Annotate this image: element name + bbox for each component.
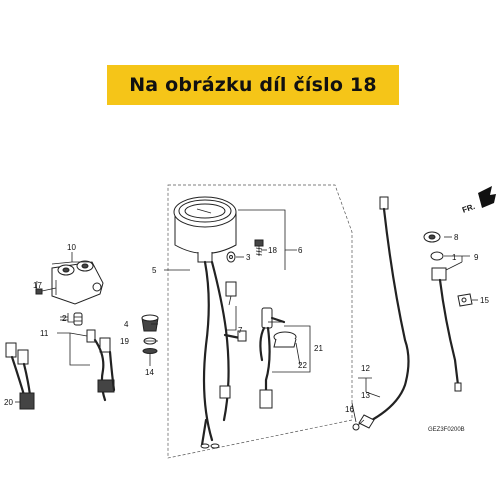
callout-14: 14 bbox=[145, 368, 154, 377]
callout-7: 7 bbox=[238, 326, 243, 335]
cable-guide bbox=[423, 231, 462, 392]
washer-3 bbox=[226, 251, 236, 263]
switch-harness bbox=[86, 329, 116, 402]
callout-labels: 10 17 2 11 20 5 6 18 3 7 4 19 14 21 22 8… bbox=[4, 233, 489, 414]
speedometer-cable bbox=[355, 196, 410, 429]
callout-6: 6 bbox=[298, 246, 303, 255]
callout-13: 13 bbox=[361, 391, 370, 400]
callout-22: 22 bbox=[298, 361, 307, 370]
callout-20: 20 bbox=[4, 398, 13, 407]
bulb-socket bbox=[225, 281, 237, 306]
banner-text: Na obrázku díl číslo 18 bbox=[129, 74, 377, 96]
switch-housing bbox=[51, 260, 104, 305]
front-direction-arrow-icon bbox=[478, 186, 496, 208]
callout-3: 3 bbox=[246, 253, 251, 262]
callout-17: 17 bbox=[33, 281, 42, 290]
callout-1: 1 bbox=[452, 253, 457, 262]
callout-18: 18 bbox=[268, 246, 277, 255]
wire-clamp-22 bbox=[273, 331, 297, 348]
callout-5: 5 bbox=[152, 266, 157, 275]
gauge-harness bbox=[200, 260, 247, 449]
direction-label: FR. bbox=[461, 202, 476, 215]
diagram-code: GEZ3F0200B bbox=[428, 427, 465, 433]
callout-21: 21 bbox=[314, 344, 323, 353]
seal-16 bbox=[352, 423, 360, 431]
callout-9: 9 bbox=[474, 253, 479, 262]
speedometer-gauge bbox=[173, 196, 237, 263]
callout-10: 10 bbox=[67, 243, 76, 252]
grommet-stack bbox=[141, 314, 159, 354]
screw-18 bbox=[254, 239, 264, 256]
harness-20 bbox=[5, 342, 35, 410]
callout-19: 19 bbox=[120, 337, 129, 346]
leader-lines bbox=[15, 209, 478, 423]
callout-12: 12 bbox=[361, 364, 370, 373]
bolt-17 bbox=[35, 287, 57, 295]
indicator-harness bbox=[259, 307, 286, 409]
callout-2: 2 bbox=[62, 314, 67, 323]
callout-8: 8 bbox=[454, 233, 459, 242]
assembly-frame bbox=[167, 184, 353, 459]
callout-11: 11 bbox=[40, 329, 49, 338]
callout-16: 16 bbox=[345, 405, 354, 414]
callout-15: 15 bbox=[480, 296, 489, 305]
spring-2 bbox=[73, 312, 83, 326]
callout-4: 4 bbox=[124, 320, 129, 329]
part-number-banner: Na obrázku díl číslo 18 bbox=[107, 65, 399, 105]
clip-15 bbox=[457, 293, 473, 307]
